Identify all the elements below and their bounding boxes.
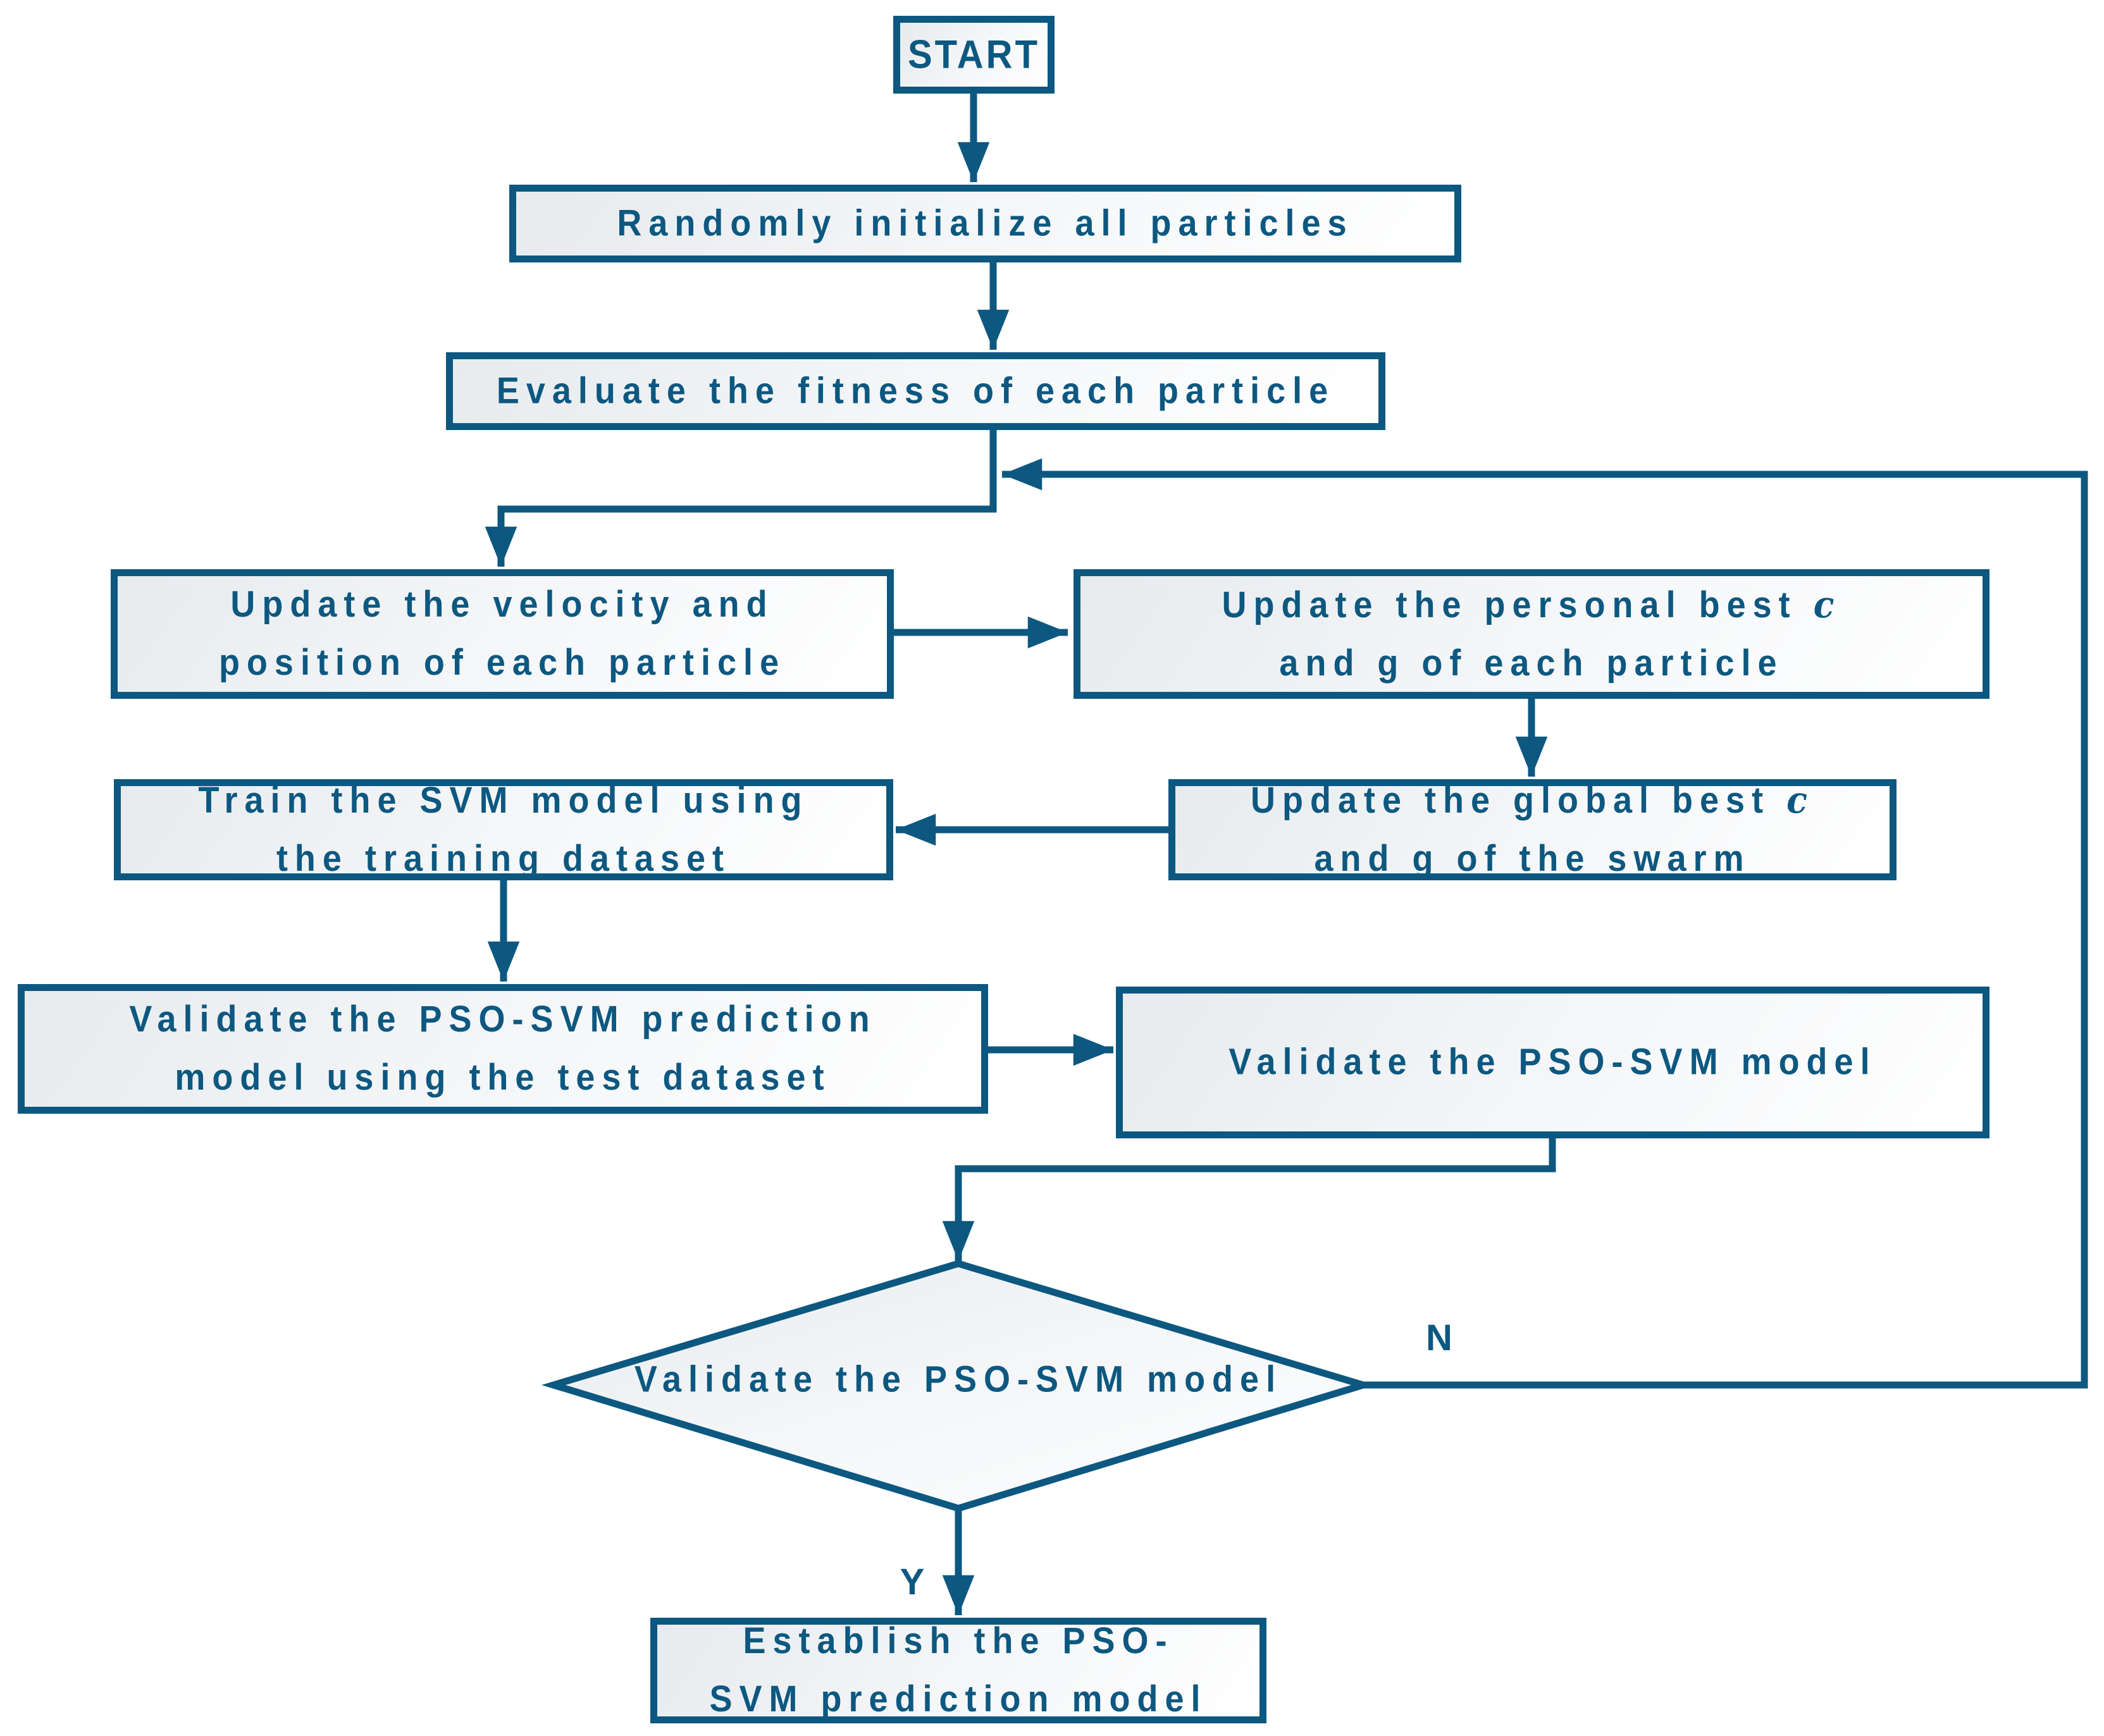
evaluate-fitness-node: Evaluate the fitness of each particle bbox=[446, 352, 1385, 430]
evaluate-fitness-label: Evaluate the fitness of each particle bbox=[496, 370, 1335, 412]
arrow-decision-no-feedback-loop bbox=[1002, 458, 2088, 1389]
branch-label-no: N bbox=[1426, 1317, 1452, 1358]
decision-diamond bbox=[541, 1260, 1376, 1512]
start-node: START bbox=[893, 16, 1055, 94]
branch-label-yes: Y bbox=[900, 1561, 925, 1603]
decision-label: Validate the PSO-SVM model bbox=[634, 1358, 1283, 1400]
establish-model-node: Establish the PSO-SVM prediction model bbox=[650, 1618, 1266, 1723]
initialize-particles-label: Randomly initialize all particles bbox=[617, 202, 1354, 244]
arrow-evaluate-to-velocity bbox=[485, 430, 997, 567]
start-label: START bbox=[907, 32, 1040, 77]
arrow-validate-model-to-decision bbox=[942, 1138, 1556, 1261]
establish-model-label: Establish the PSO-SVM prediction model bbox=[709, 1620, 1208, 1720]
validate-model-label: Validate the PSO-SVM model bbox=[1228, 1041, 1877, 1083]
initialize-particles-node: Randomly initialize all particles bbox=[509, 185, 1461, 262]
validate-model-node: Validate the PSO-SVM model bbox=[1116, 987, 1990, 1138]
